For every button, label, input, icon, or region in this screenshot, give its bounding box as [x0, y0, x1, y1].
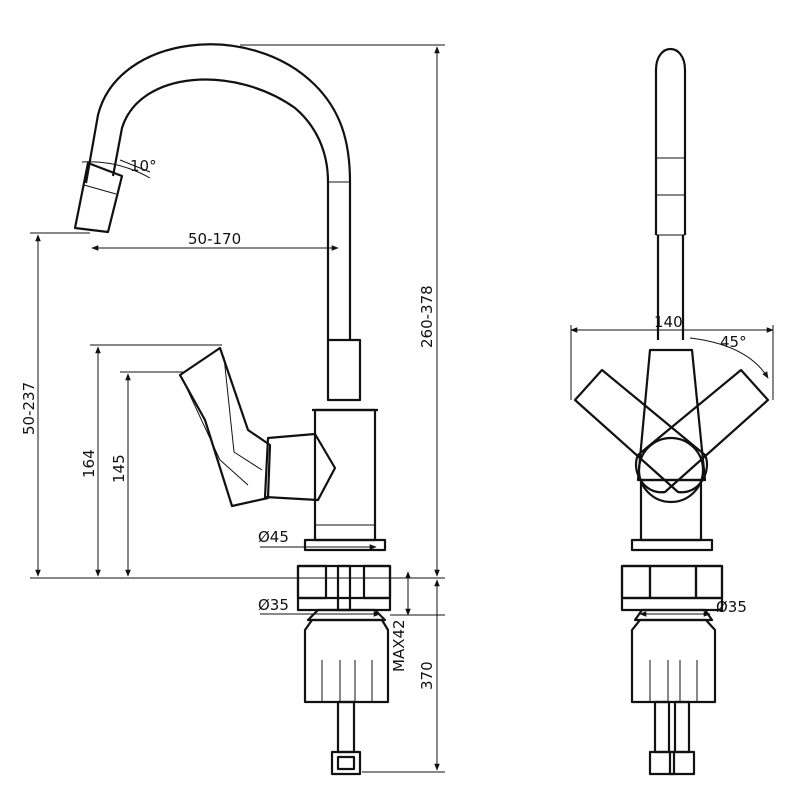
label-handle-height-164: 164 — [80, 449, 98, 478]
front-spout — [656, 49, 685, 340]
side-spout — [75, 44, 350, 340]
side-handle — [180, 348, 270, 506]
side-cartridge — [265, 434, 335, 500]
label-total-height: 260-378 — [418, 285, 436, 348]
label-mount-diameter-front: Ø35 — [716, 598, 747, 616]
front-mount — [622, 566, 722, 774]
label-spout-height: 50-237 — [20, 382, 38, 435]
label-mount-diameter-side: Ø35 — [258, 596, 289, 614]
label-handle-span: 140 — [654, 313, 683, 331]
side-body — [298, 410, 390, 620]
label-spray-angle: 10° — [130, 157, 157, 175]
label-body-diameter: Ø45 — [258, 528, 289, 546]
side-mount — [305, 620, 388, 774]
side-dimension-lines — [30, 45, 445, 772]
label-handle-height-145: 145 — [110, 454, 128, 483]
label-hose-length: 370 — [418, 661, 436, 690]
front-view: 140 45° Ø35 — [571, 49, 773, 774]
side-spout-collar — [328, 340, 360, 400]
label-reach: 50-170 — [188, 230, 241, 248]
label-max-thickness: MAX42 — [390, 619, 408, 672]
label-handle-angle: 45° — [720, 333, 747, 351]
side-view: 10° 50-170 260-378 50-237 164 145 Ø45 Ø3… — [20, 44, 445, 774]
front-handles — [575, 370, 768, 502]
